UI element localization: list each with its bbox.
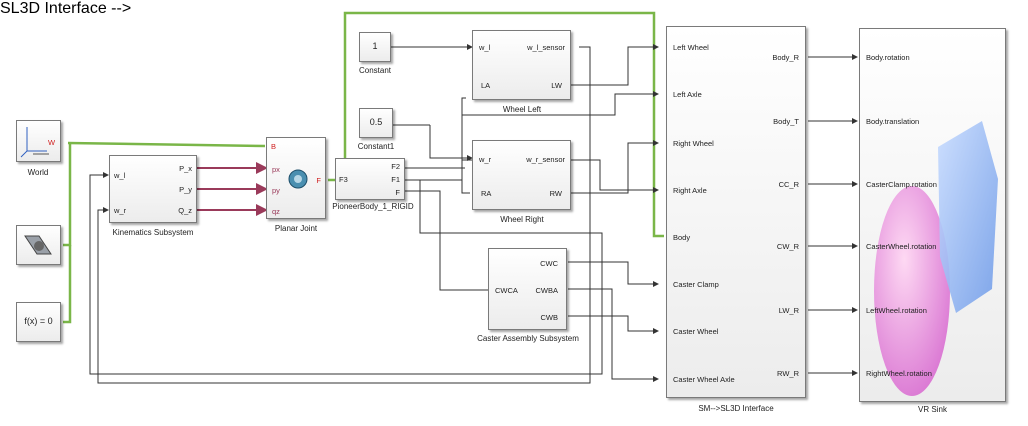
planar-in-b: B: [271, 142, 277, 151]
vr-in-body-rotation: Body.rotation: [866, 53, 910, 62]
sl3d-interface-block[interactable]: Left Wheel Left Axle Right Wheel Right A…: [666, 26, 806, 398]
interface-in-caster-wheel: Caster Wheel: [673, 327, 719, 336]
vr-in-rightwheel-rotation: RightWheel.rotation: [866, 369, 932, 378]
caster-out-cwba: CWBA: [535, 286, 559, 295]
kinematics-out-px: P_x: [179, 164, 192, 173]
planar-joint-icon: [288, 169, 308, 189]
wheel-right-out-sensor: w_r_sensor: [526, 155, 565, 164]
interface-out-cw-r: CW_R: [776, 242, 799, 251]
caster-assembly-block[interactable]: CWCA CWC CWBA CWB: [488, 248, 567, 330]
pioneer-out-f: F: [395, 188, 400, 197]
wheel-right-block[interactable]: w_r w_r_sensor RA RW: [472, 140, 571, 210]
wheel-ellipsoid: [874, 186, 950, 396]
pioneer-body-block[interactable]: F3 F2 F1 F: [335, 158, 405, 200]
planar-out-f: F: [316, 176, 321, 185]
vr-sink-block[interactable]: Body.rotation Body.translation CasterCla…: [859, 28, 1006, 402]
vr-scene-preview: [874, 121, 998, 396]
vr-in-body-translation: Body.translation: [866, 117, 920, 126]
kinematics-in-wl: w_l: [114, 171, 126, 180]
vr-sink-caption: VR Sink: [918, 405, 947, 414]
kinematics-caption: Kinematics Subsystem: [112, 228, 194, 237]
wheel-left-caption: Wheel Left: [502, 105, 542, 114]
planar-in-qz: qz: [272, 207, 280, 216]
wheel-right-rw: RW: [549, 189, 562, 198]
kinematics-subsystem-block[interactable]: w_l w_r P_x P_y Q_z: [109, 155, 197, 223]
planar-in-py: py: [272, 186, 280, 195]
interface-in-left-wheel: Left Wheel: [673, 43, 709, 52]
constant-value: 1: [372, 41, 378, 51]
interface-in-right-wheel: Right Wheel: [673, 139, 714, 148]
wheel-right-in-wr: w_r: [479, 155, 492, 164]
pioneer-in-f3: F3: [339, 175, 348, 184]
wheel-right-ra: RA: [481, 189, 492, 198]
wheel-left-block[interactable]: w_l w_l_sensor LA LW: [472, 30, 571, 100]
world-axes-icon: [20, 127, 49, 158]
kinematics-signals: [197, 162, 268, 216]
interface-out-lw-r: LW_R: [778, 306, 799, 315]
world-caption: World: [27, 168, 49, 177]
vr-in-casterwheel-rotation: CasterWheel.rotation: [866, 242, 937, 251]
wheel-right-caption: Wheel Right: [500, 215, 544, 224]
caster-in-cwca: CWCA: [495, 286, 518, 295]
machine-environment-block[interactable]: [16, 225, 61, 265]
solver-configuration-block[interactable]: f(x) = 0: [16, 302, 61, 342]
constant1-block[interactable]: 0.5: [359, 108, 393, 138]
caster-caption: Caster Assembly Subsystem: [477, 334, 579, 343]
planar-joint-block[interactable]: B px py qz F: [266, 137, 326, 219]
kinematics-out-py: P_y: [179, 185, 192, 194]
kinematics-out-qz: Q_z: [178, 206, 192, 215]
interface-out-body-t: Body_T: [773, 117, 799, 126]
wheel-left-lw: LW: [551, 81, 562, 90]
body-box: [938, 121, 998, 313]
pioneer-caption: PioneerBody_1_RIGID: [332, 202, 414, 211]
interface-in-body: Body: [673, 233, 691, 242]
caster-out-cwb: CWB: [540, 313, 559, 322]
interface-in-right-axle: Right Axle: [673, 186, 707, 195]
constant1-caption: Constant1: [357, 142, 395, 151]
caster-out-cwc: CWC: [540, 259, 558, 268]
interface-in-caster-clamp: Caster Clamp: [673, 280, 719, 289]
wheel-left-la: LA: [481, 81, 491, 90]
constant-block[interactable]: 1: [359, 32, 391, 62]
interface-in-caster-wheel-axle: Caster Wheel Axle: [673, 375, 735, 384]
planar-in-px: px: [272, 165, 280, 174]
world-block[interactable]: W: [16, 120, 61, 162]
pioneer-out-f2: F2: [391, 162, 400, 171]
signal-wires: [89, 44, 858, 384]
kinematics-in-wr: w_r: [114, 206, 127, 215]
wheel-left-in-wl: w_l: [479, 43, 491, 52]
wheel-left-out-sensor: w_l_sensor: [527, 43, 565, 52]
interface-in-left-axle: Left Axle: [673, 90, 702, 99]
world-port-label: W: [48, 138, 56, 147]
interface-out-rw-r: RW_R: [777, 369, 799, 378]
fx-label: f(x) = 0: [24, 316, 53, 326]
pioneer-out-f1: F1: [391, 175, 400, 184]
constant-caption: Constant: [358, 66, 392, 75]
vr-in-leftwheel-rotation: LeftWheel.rotation: [866, 306, 927, 315]
gear-wrench-icon: [24, 235, 52, 255]
planar-caption: Planar Joint: [274, 224, 318, 233]
vr-in-casterclamp-rotation: CasterClamp.rotation: [866, 180, 937, 189]
constant1-value: 0.5: [369, 117, 383, 127]
interface-out-cc-r: CC_R: [778, 180, 799, 189]
interface-out-body-r: Body_R: [772, 53, 799, 62]
interface-caption: SM-->SL3D Interface: [698, 404, 774, 413]
